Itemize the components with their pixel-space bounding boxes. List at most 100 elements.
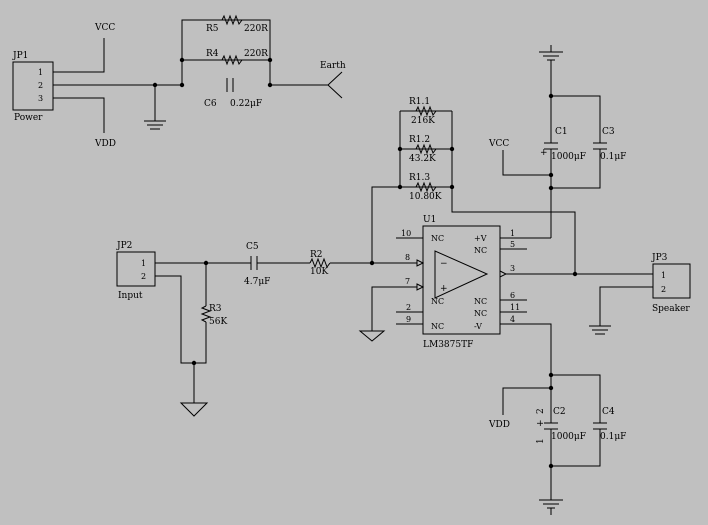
junction-dot (397, 146, 403, 152)
resistor-r1-3: R1.3 10.80K (409, 173, 442, 202)
r4-ref: R4 (206, 49, 219, 59)
c2-value: 1000μF (551, 432, 586, 442)
pin-6-label: NC (474, 297, 487, 306)
pin-4-label: -V (474, 322, 482, 331)
pin-5-label: NC (474, 246, 487, 255)
r2-value: 10K (310, 267, 328, 277)
pin-5-num: 5 (510, 240, 515, 249)
junction-dot (179, 57, 185, 63)
pin-6-num: 6 (510, 291, 515, 300)
jp1-body (12, 61, 54, 111)
jp1-name: Power (14, 113, 43, 123)
u1-plus: + (440, 284, 448, 294)
r13-value: 10.80K (409, 192, 442, 202)
c6-ref: C6 (204, 99, 217, 109)
c1-polarity: + (540, 148, 548, 158)
c6-value: 0.22μF (230, 99, 262, 109)
vdd-label-amp: VDD (488, 420, 510, 430)
r2-ref: R2 (310, 250, 323, 260)
u1-part: LM3875TF (423, 340, 473, 350)
jp2-name: Input (118, 291, 143, 301)
positive-supply-decoupling: + C1 1000μF C3 0.1μF VCC (488, 45, 626, 238)
ground-network: R5 220R R4 220R C6 0.22μF Earth (179, 14, 346, 109)
jp2-pin-1: 1 (141, 259, 146, 268)
jp3-name: Speaker (652, 304, 690, 314)
connector-jp1: JP1 1 2 3 Power (12, 51, 54, 123)
r13-ref: R1.3 (409, 173, 430, 183)
u1-ref: U1 (423, 215, 436, 225)
junction-dot (548, 463, 554, 469)
jp3-body (652, 263, 691, 299)
c5-ref: C5 (246, 242, 259, 252)
pin-9-label: NC (431, 322, 444, 331)
pin-10-label: NC (431, 234, 444, 243)
vcc-label-amp: VCC (488, 139, 509, 149)
pin-1-label: +V (474, 234, 487, 243)
vcc-label-power: VCC (94, 23, 115, 33)
power-input-wiring: VCC VDD (53, 23, 182, 149)
c2-pin-1: 1 (536, 438, 546, 444)
pin-11-num: 11 (510, 303, 520, 312)
resistor-r2: R2 10K (309, 250, 331, 277)
pin-9-num: 9 (406, 315, 411, 324)
c4-value: 0.1μF (600, 432, 626, 442)
r11-ref: R1.1 (409, 97, 430, 107)
connector-jp2: JP2 1 2 Input (116, 241, 156, 301)
jp1-pin-1: 1 (38, 68, 43, 77)
earth-label: Earth (320, 61, 346, 71)
capacitor-c6: C6 0.22μF (204, 78, 262, 109)
resistor-r5: R5 220R (206, 14, 268, 34)
pin-3-num: 3 (510, 264, 515, 273)
junction-dot (397, 184, 403, 190)
jp3-pin-1: 1 (661, 271, 666, 280)
jp3-ref: JP3 (651, 253, 668, 263)
connector-jp3: JP3 1 2 Speaker (651, 253, 691, 314)
resistor-r1-2: R1.2 43.2K (409, 135, 437, 164)
pin-4-num: 4 (510, 315, 515, 324)
resistor-r4: R4 220R (206, 49, 268, 66)
c3-value: 0.1μF (600, 152, 626, 162)
r5-value: 220R (244, 24, 268, 34)
junction-dot (449, 146, 455, 152)
c1-value: 1000μF (551, 152, 586, 162)
junction-dot (548, 185, 554, 191)
capacitor-c5: C5 4.7μF (244, 242, 270, 287)
jp3-pin-2: 2 (661, 285, 666, 294)
pin-7-num: 7 (405, 277, 410, 286)
ground-symbol (179, 402, 209, 417)
input-network: R3 56K C5 4.7μF R2 10K (155, 242, 410, 417)
jp2-ref: JP2 (116, 241, 132, 251)
resistor-r3: R3 56K (200, 304, 227, 327)
pin-8-num: 8 (405, 253, 410, 262)
c2-polarity: + (536, 419, 546, 427)
negative-supply-decoupling: VDD 2 + 1 C2 1000μF C4 0.1μF (488, 372, 626, 515)
ic-u1: U1 − + LM3875TF 10 NC 8 7 2 NC 9 NC 1 +V… (358, 215, 653, 375)
junction-dot (179, 82, 185, 88)
r3-ref: R3 (209, 304, 222, 314)
c2-pin-2: 2 (536, 408, 546, 414)
junction-dot (572, 271, 578, 277)
jp1-pin-2: 2 (38, 81, 43, 90)
r5-ref: R5 (206, 24, 219, 34)
resistor-r1-1: R1.1 216K (409, 97, 437, 126)
jp1-pin-3: 3 (38, 94, 43, 103)
r12-ref: R1.2 (409, 135, 430, 145)
capacitor-c1: + C1 1000μF (540, 127, 586, 162)
pin-11-label: NC (474, 309, 487, 318)
r11-value: 216K (411, 116, 435, 126)
capacitor-c4: C4 0.1μF (593, 407, 626, 442)
feedback-network: R1.1 216K R1.2 43.2K R1.3 10.80K (371, 97, 576, 273)
jp1-ref: JP1 (12, 51, 28, 61)
vdd-label-power: VDD (94, 139, 116, 149)
c2-ref: C2 (553, 407, 566, 417)
c1-ref: C1 (555, 127, 568, 137)
pin-1-num: 1 (510, 229, 515, 238)
r12-value: 43.2K (409, 154, 436, 164)
c4-ref: C4 (602, 407, 615, 417)
capacitor-c3: C3 0.1μF (593, 127, 626, 162)
junction-dot (267, 57, 273, 63)
u1-minus: − (440, 259, 448, 269)
c3-ref: C3 (602, 127, 615, 137)
pin-10-num: 10 (401, 229, 411, 238)
